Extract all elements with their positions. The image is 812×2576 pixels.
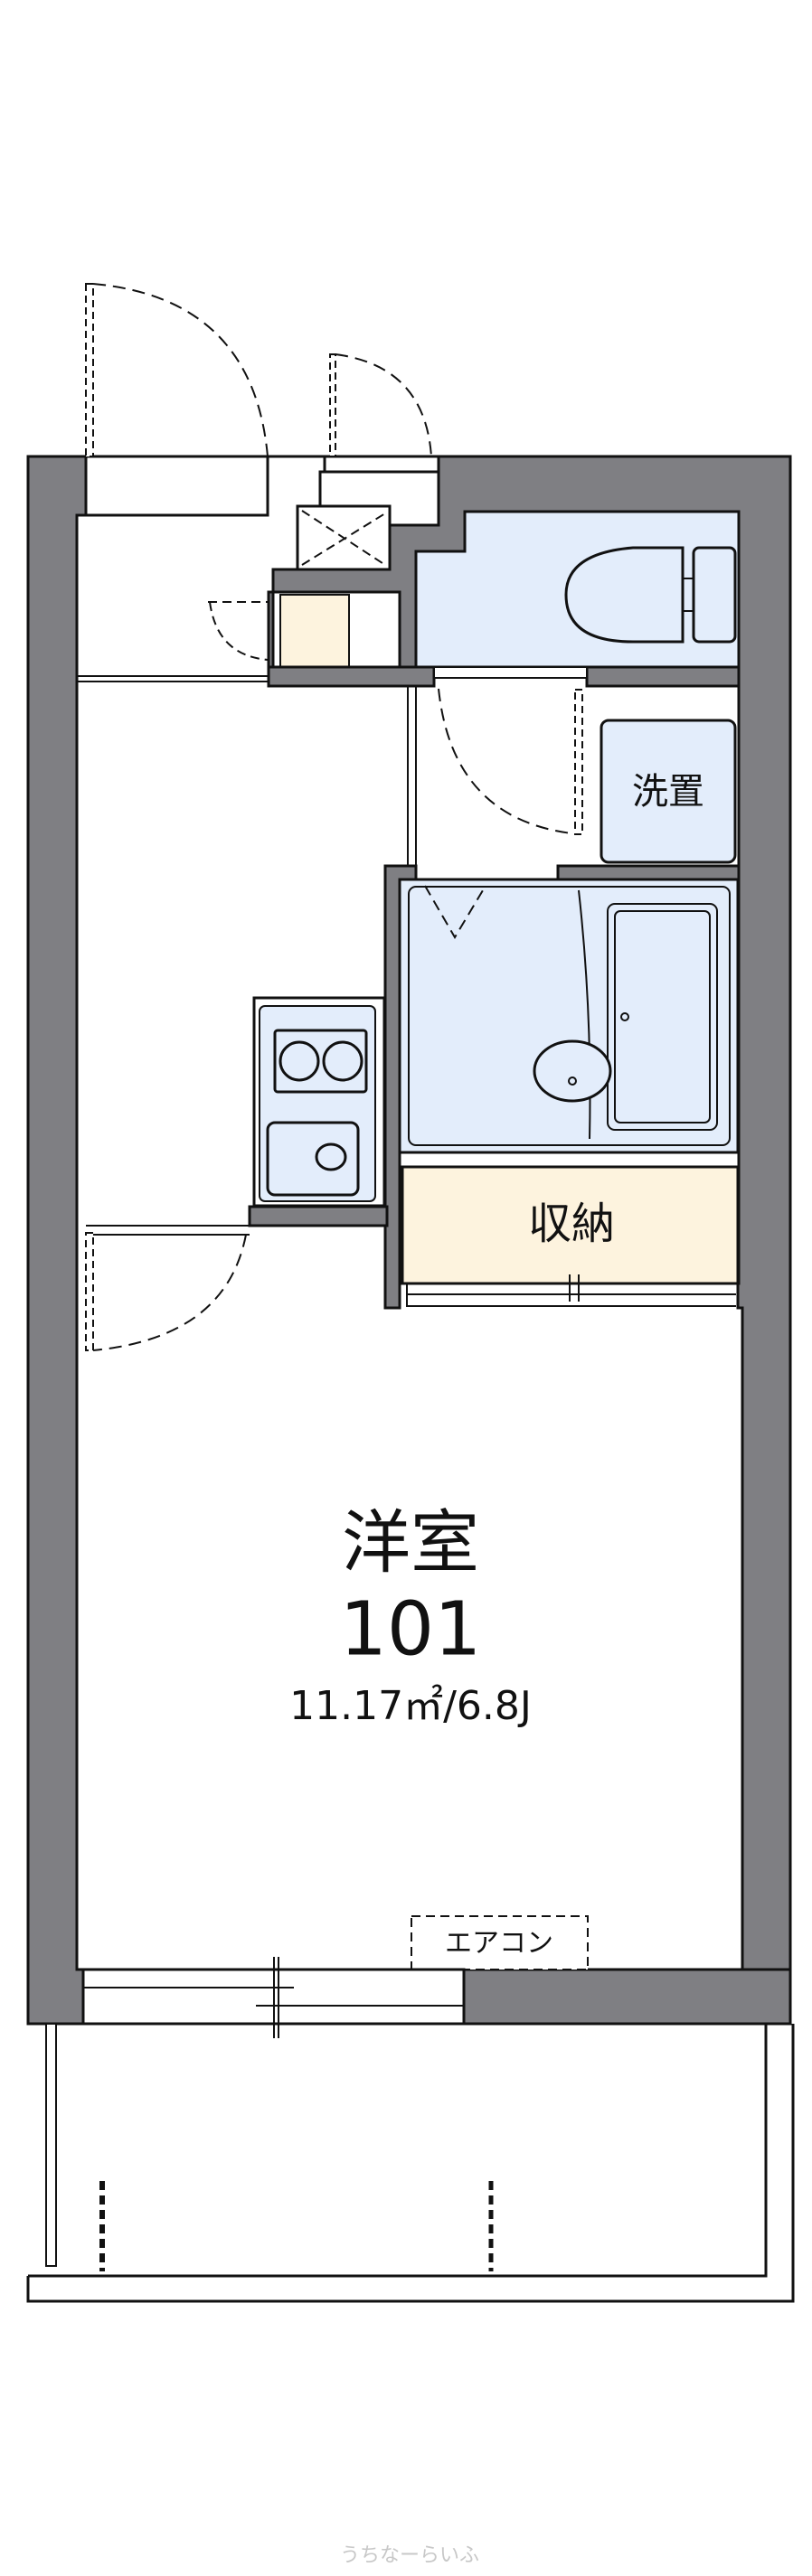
burner-left [279, 1040, 320, 1082]
storage-sliding-door[interactable] [406, 1274, 736, 1307]
washer-space [600, 719, 737, 864]
pipe-space-opening [323, 455, 440, 474]
room-area: 11.17㎡/6.8J [289, 1683, 532, 1729]
aircon-box [411, 1915, 589, 1970]
meter-box-cross [301, 510, 386, 566]
room-door-swing [92, 1234, 247, 1351]
toilet-bottom-wall-right [585, 665, 741, 688]
storage [401, 1165, 740, 1285]
storage-label: 収納 [528, 1199, 615, 1249]
washbasin-drain [568, 1076, 577, 1086]
washroom-door-swing [438, 688, 572, 834]
washer-label: 洗置 [632, 771, 704, 813]
aircon-label: エアコン [445, 1928, 553, 1960]
corridor-threshold [77, 675, 269, 682]
bath-wall [383, 864, 741, 1310]
balcony-rail [26, 2024, 795, 2303]
toilet-connector [683, 578, 694, 612]
toilet-door-opening [433, 666, 588, 679]
toilet-tank [692, 546, 737, 644]
stove [273, 1029, 368, 1094]
unit-number: 101 [340, 1586, 482, 1672]
pipe-space-door[interactable] [329, 353, 336, 457]
room-label: 洋室 [342, 1502, 479, 1583]
entrance-door[interactable] [85, 283, 94, 457]
balcony-post [45, 2023, 57, 2267]
washroom-door[interactable] [574, 689, 583, 835]
window-sash [83, 1957, 464, 2038]
bathtub-inner [614, 910, 711, 1123]
entrance-opening [84, 455, 269, 517]
sink-drain [315, 1142, 347, 1171]
room-door-frame [86, 1225, 250, 1236]
room-door[interactable] [85, 1232, 94, 1351]
toilet-bowl [564, 546, 685, 644]
toilet-bottom-wall-left [267, 665, 436, 688]
kitchen-bottom-wall [248, 1205, 389, 1227]
washroom-partition [407, 686, 417, 866]
bottom-right-wall [462, 1968, 792, 2026]
washbasin [533, 1039, 612, 1103]
exterior-walls [26, 455, 88, 2026]
burner-right [322, 1040, 364, 1082]
entrance-door-swing [92, 283, 269, 457]
sink [266, 1121, 360, 1197]
pipe-space-door-swing [335, 353, 432, 457]
bath-door-swing [424, 885, 486, 939]
bathtub-drain [620, 1012, 629, 1021]
cabinet-door-swing [208, 601, 269, 661]
bath-curtain [578, 889, 591, 1140]
watermark: うちなーらいふ [340, 2544, 479, 2567]
shoe-cabinet-storage [279, 594, 350, 668]
